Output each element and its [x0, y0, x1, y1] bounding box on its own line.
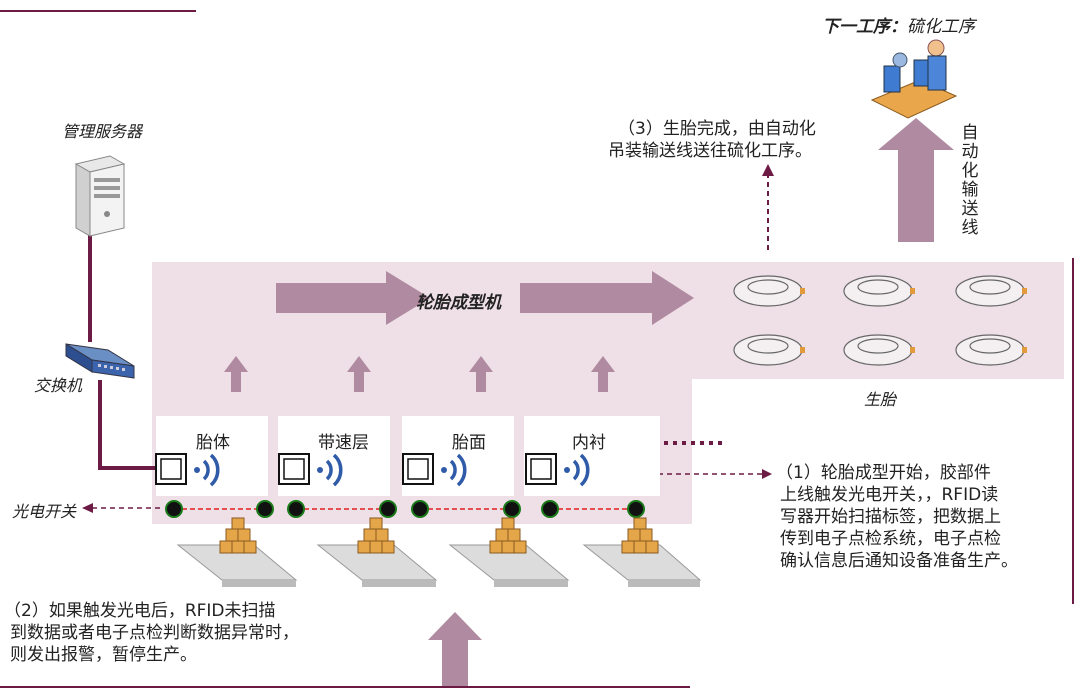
step1-line: 写器开始扫描标签，把数据上: [780, 507, 1001, 527]
tire-icon: [843, 275, 915, 307]
right-rule: [1072, 258, 1074, 604]
up-arrow: [469, 356, 493, 392]
bottom-rule: [0, 686, 690, 688]
step1-line: 传到电子点检系统，电子点检: [780, 529, 1001, 549]
top-left-rule: [0, 10, 196, 12]
pallets: [176, 517, 702, 587]
arrow-head: [762, 164, 774, 176]
machine-label: 轮胎成型机: [416, 293, 501, 313]
server-label: 管理服务器: [62, 122, 143, 141]
next-process-value: 硫化工序: [907, 17, 975, 37]
pallet-icon: [448, 517, 570, 587]
step2-line: （2）如果触发光电后，RFID未扫描: [4, 601, 276, 621]
tire-icon: [955, 275, 1027, 307]
network-switch-icon: [65, 343, 135, 379]
pallet-icon: [176, 517, 298, 587]
step2-line: 到数据或者电子点检判断数据异常时，: [10, 623, 299, 643]
step1-line: 确认信息后通知设备准备生产。: [780, 551, 1018, 571]
next-process-label: 下一工序：: [822, 17, 907, 37]
conveyor-label: 自动化输送线: [961, 123, 979, 238]
rfid-reader-icon: [155, 453, 187, 485]
rfid-reader-icon: [402, 453, 434, 485]
arrow-head: [82, 503, 93, 513]
green-tire-label: 生胎: [864, 390, 897, 409]
server-icon: [74, 155, 126, 237]
tire-icon: [733, 275, 805, 307]
step1-line: （1）轮胎成型开始，胶部件: [776, 463, 991, 483]
up-arrow: [224, 356, 248, 392]
photo-sensors: [165, 500, 645, 518]
station-label: 内衬: [572, 433, 606, 453]
up-arrow: [591, 356, 615, 392]
rfid-reader-icon: [278, 453, 310, 485]
pallet-icon: [582, 517, 702, 587]
step2-line: 则发出报警，暂停生产。: [10, 645, 197, 665]
station-label: 胎面: [452, 433, 486, 453]
conveyor-arrow: [878, 118, 954, 242]
switch-label: 交换机: [34, 376, 83, 395]
station-label: 胎体: [196, 433, 230, 453]
rfid-reader-icon: [525, 453, 557, 485]
up-arrow: [347, 356, 371, 392]
arrow-head: [762, 469, 772, 479]
flow-arrow: [520, 271, 694, 325]
step3-line: 吊装输送线送往硫化工序。: [608, 141, 812, 161]
flow-arrow: [276, 271, 430, 325]
step2-text: （2）如果触发光电后，RFID未扫描 到数据或者电子点检判断数据异常时， 则发出…: [4, 600, 299, 666]
step1-text: （1）轮胎成型开始，胶部件 上线触发光电开关，，RFID读 写器开始扫描标签，把…: [776, 462, 1018, 572]
reader-cable: [98, 380, 156, 470]
rfid-wave-icon: [564, 453, 590, 487]
input-arrow: [428, 612, 482, 686]
pallet-icon: [316, 517, 438, 587]
rfid-wave-icon: [441, 453, 467, 487]
vulcanization-worker-icon: [870, 39, 958, 119]
photo-switch-label: 光电开关: [12, 502, 77, 521]
tire-icon: [733, 334, 805, 366]
green-tires: [733, 275, 1027, 366]
rfid-wave-icon: [317, 453, 343, 487]
step3-text: （3）生胎完成，由自动化 吊装输送线送往硫化工序。: [608, 118, 816, 162]
step3-line: （3）生胎完成，由自动化: [618, 119, 816, 139]
tire-icon: [955, 334, 1027, 366]
step1-line: 上线触发光电开关，，RFID读: [780, 485, 999, 505]
tire-icon: [843, 334, 915, 366]
station-label: 带速层: [318, 433, 369, 453]
next-process-heading: 下一工序：硫化工序: [822, 12, 975, 37]
rfid-wave-icon: [194, 453, 220, 487]
